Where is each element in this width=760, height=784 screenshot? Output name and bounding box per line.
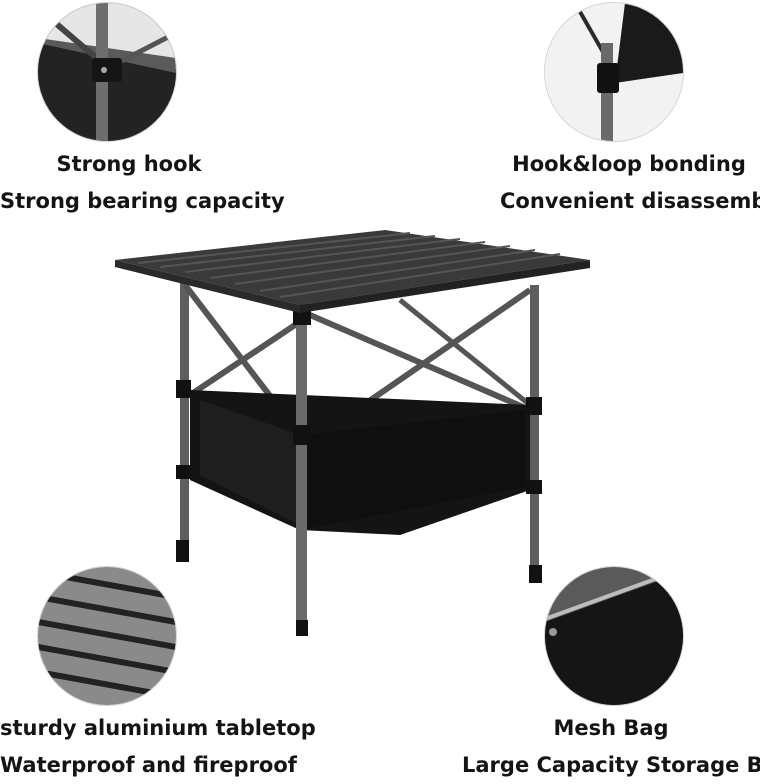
detail-photo-aluminium-tabletop bbox=[37, 566, 177, 706]
feature-subtitle: Large Capacity Storage Bag bbox=[462, 753, 760, 777]
caption-hook-loop: Hook&loop bonding Convenient disassembly bbox=[500, 146, 760, 220]
feature-title: sturdy aluminium tabletop bbox=[0, 716, 316, 740]
feature-subtitle: Waterproof and fireproof bbox=[0, 753, 297, 777]
feature-subtitle: Convenient disassembly bbox=[500, 189, 760, 213]
caption-mesh-bag: Mesh Bag Large Capacity Storage Bag bbox=[462, 710, 760, 784]
feature-title: Hook&loop bonding bbox=[512, 152, 746, 176]
detail-photo-strong-hook bbox=[37, 2, 177, 142]
feature-title: Strong hook bbox=[56, 152, 202, 176]
feature-title: Mesh Bag bbox=[553, 716, 669, 740]
product-photo-folding-table bbox=[110, 225, 600, 645]
detail-photo-hook-loop bbox=[544, 2, 684, 142]
feature-subtitle: Strong bearing capacity bbox=[0, 189, 285, 213]
caption-aluminium-tabletop: sturdy aluminium tabletop Waterproof and… bbox=[0, 710, 316, 784]
detail-photo-mesh-bag bbox=[544, 566, 684, 706]
caption-strong-hook: Strong hook Strong bearing capacity bbox=[0, 146, 285, 220]
